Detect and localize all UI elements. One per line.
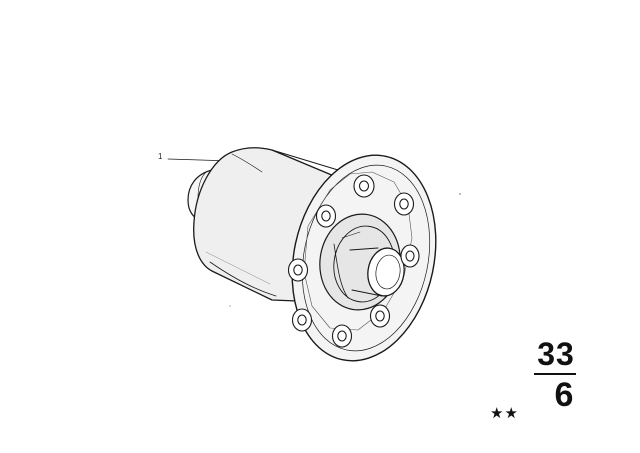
star-marking: ★★: [490, 404, 519, 422]
bolt-hole: [291, 308, 313, 332]
group-divider: [534, 373, 576, 375]
bolt-hole: [393, 192, 415, 216]
callout-label: 1: [158, 152, 163, 161]
bolt-hole: [287, 258, 309, 282]
subgroup-number: 6: [554, 376, 574, 414]
bolt-hole: [315, 204, 337, 228]
bolt-hole: [353, 174, 375, 198]
hub-bore: [367, 247, 405, 297]
bolt-hole: [400, 244, 420, 268]
bolt-hole: [331, 324, 353, 348]
bolt-hole: [369, 304, 391, 328]
group-number: 33: [537, 336, 575, 372]
